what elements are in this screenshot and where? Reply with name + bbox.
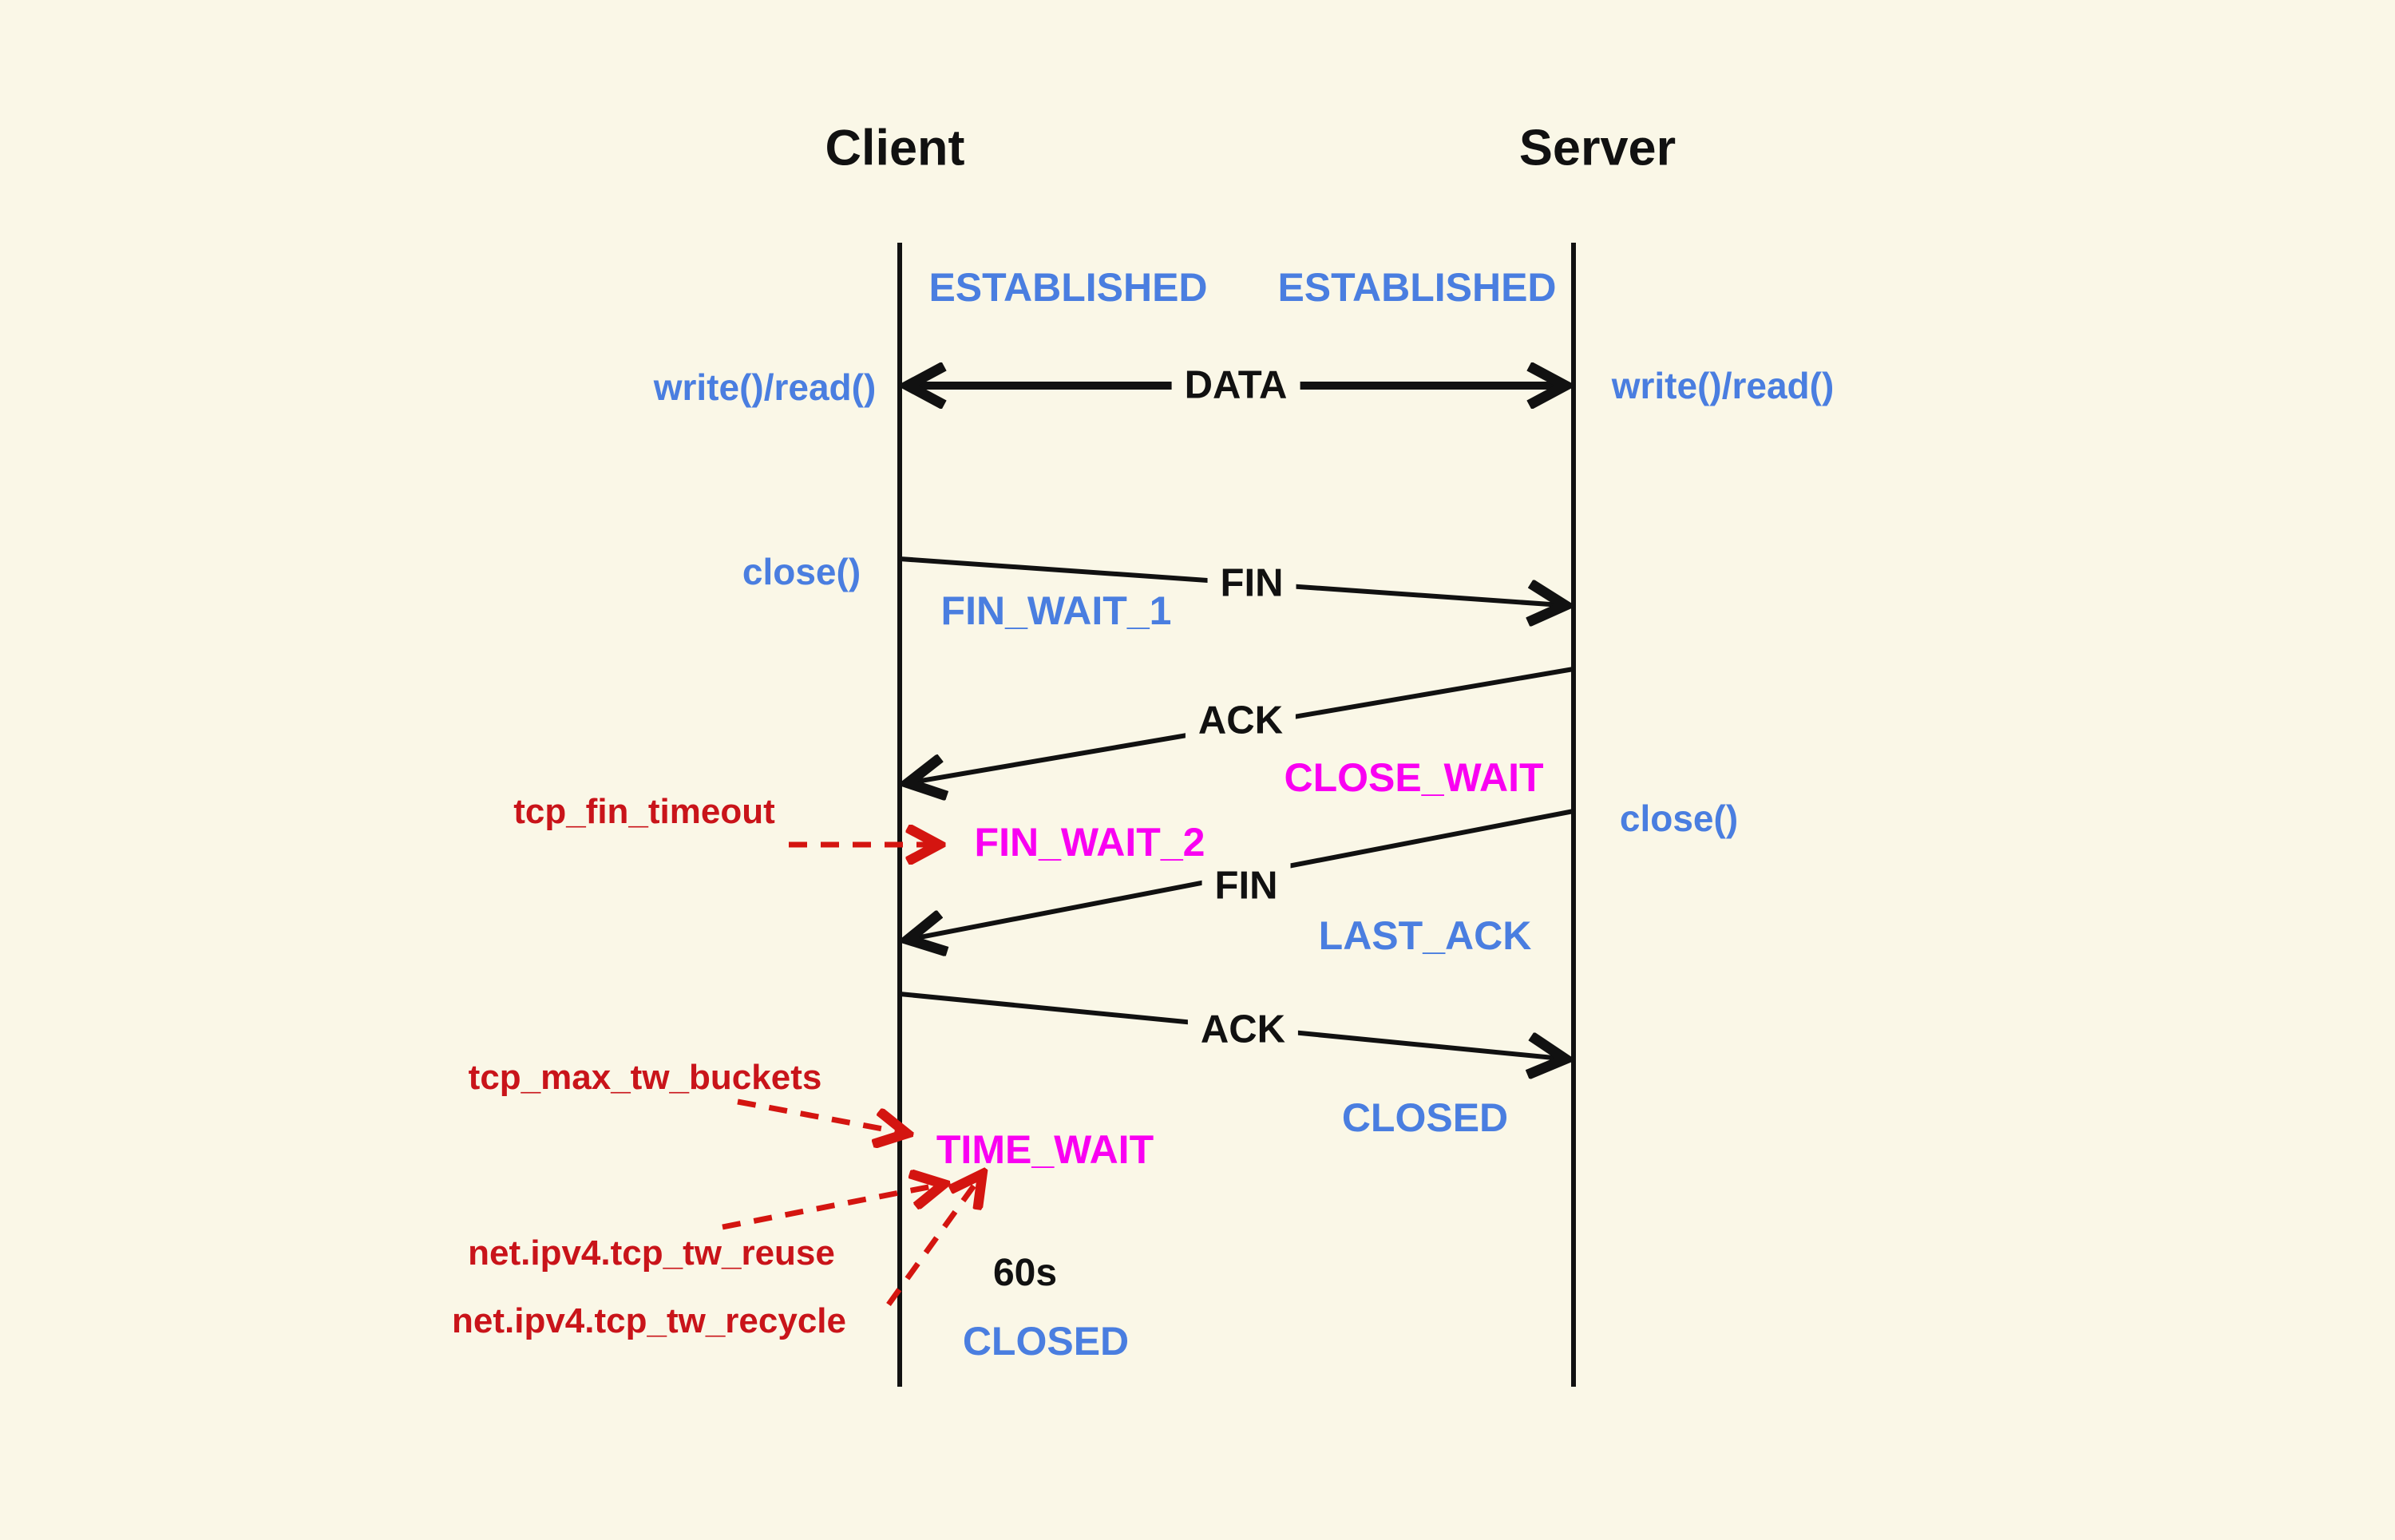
client-state-time-wait: TIME_WAIT	[936, 1127, 1154, 1172]
ack2-message-label: ACK	[1187, 1007, 1299, 1053]
data-message-label: DATA	[1171, 362, 1300, 409]
tcp-tw-reuse-label: net.ipv4.tcp_tw_reuse	[468, 1233, 835, 1273]
server-state-last-ack: LAST_ACK	[1318, 913, 1532, 958]
tcp-max-tw-buckets-arrow	[737, 1099, 904, 1133]
server-title: Server	[1518, 120, 1676, 176]
client-state-established: ESTABLISHED	[928, 265, 1208, 310]
server-state-established: ESTABLISHED	[1277, 265, 1557, 310]
client-state-fin-wait-1: FIN_WAIT_1	[940, 588, 1172, 633]
server-state-close-wait: CLOSE_WAIT	[1284, 755, 1544, 800]
server-state-closed: CLOSED	[1341, 1095, 1509, 1140]
client-state-fin-wait-2: FIN_WAIT_2	[974, 820, 1205, 865]
time-wait-duration-label: 60s	[992, 1252, 1058, 1294]
client-state-closed: CLOSED	[962, 1319, 1130, 1364]
tcp-tw-recycle-label: net.ipv4.tcp_tw_recycle	[451, 1301, 847, 1340]
ack1-message-label: ACK	[1185, 698, 1296, 744]
client-title: Client	[825, 120, 965, 176]
client-close-call: close()	[742, 551, 861, 592]
tcp-max-tw-buckets-label: tcp_max_tw_buckets	[468, 1058, 822, 1097]
tcp-tw-reuse-arrow	[722, 1185, 940, 1230]
tcp-tw-recycle-arrow	[886, 1177, 980, 1307]
client-write-read-call: write()/read()	[653, 366, 877, 408]
server-write-read-call: write()/read()	[1611, 365, 1835, 406]
server-close-call: close()	[1619, 798, 1739, 839]
tcp-fin-timeout-label: tcp_fin_timeout	[513, 792, 775, 831]
fin2-message-label: FIN	[1201, 863, 1291, 909]
fin1-message-label: FIN	[1207, 560, 1296, 607]
